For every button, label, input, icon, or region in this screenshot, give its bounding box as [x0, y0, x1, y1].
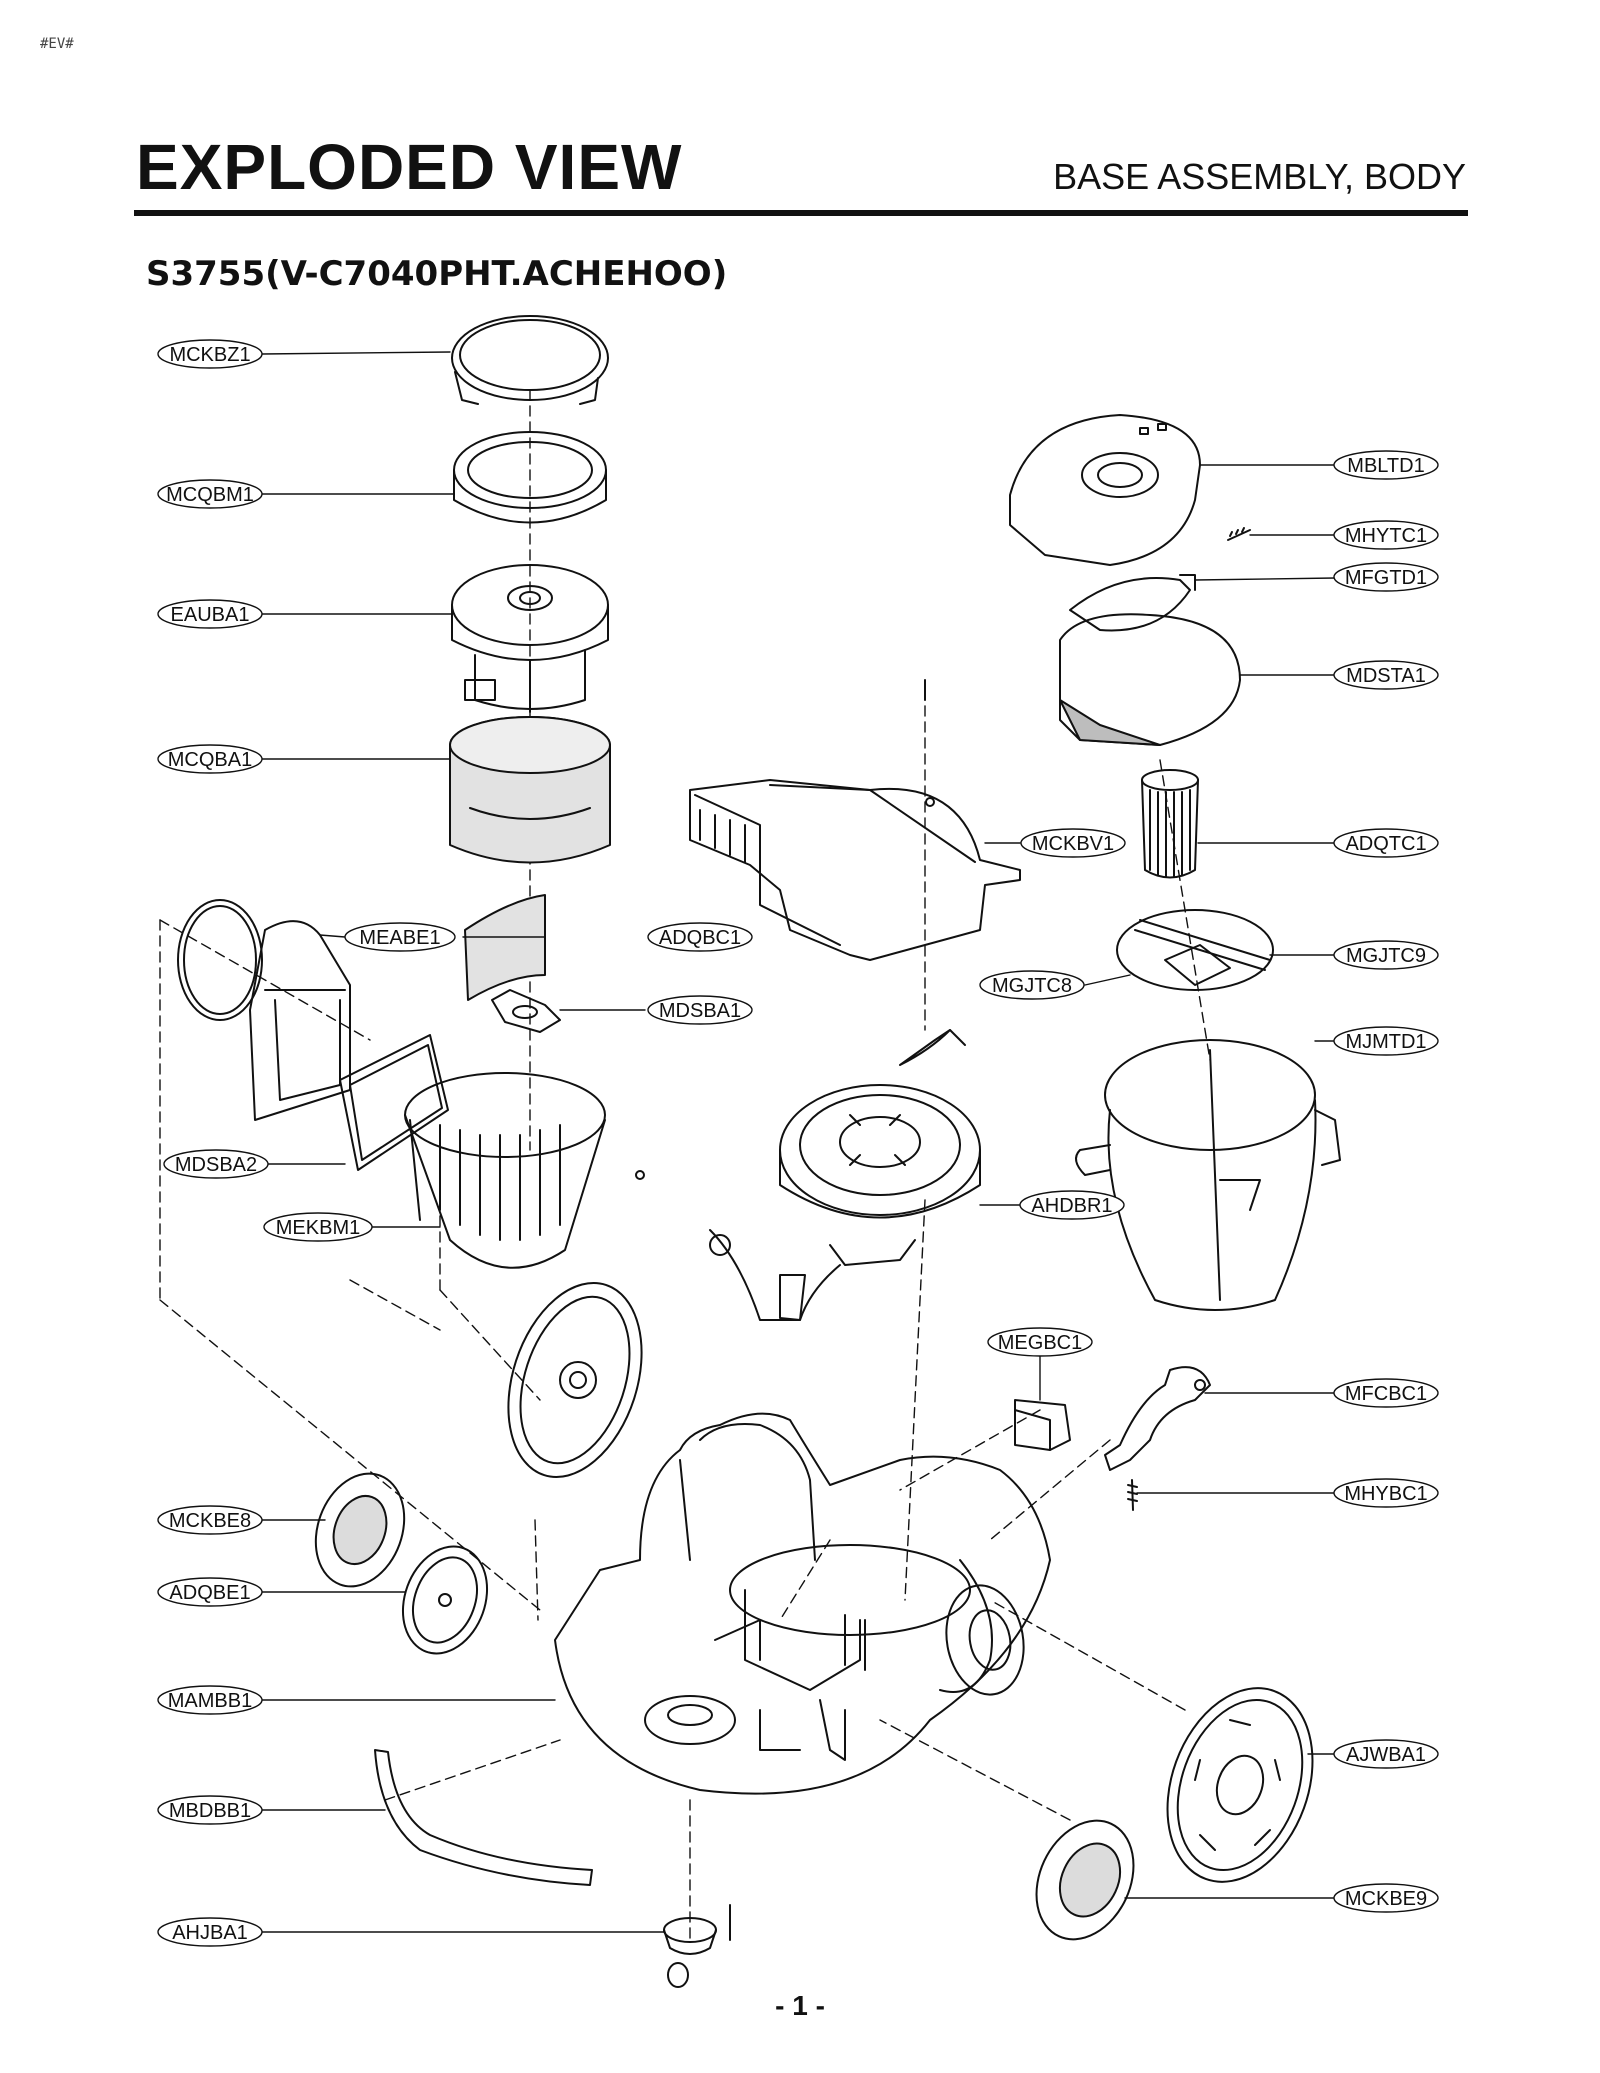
label-mcqbm1: MCQBM1: [157, 479, 263, 509]
svg-text:ADQBC1: ADQBC1: [659, 927, 741, 949]
svg-text:MCQBM1: MCQBM1: [166, 484, 254, 506]
svg-text:MFGTD1: MFGTD1: [1345, 567, 1427, 589]
label-mhybc1: MHYBC1: [1333, 1478, 1439, 1508]
label-mckbe8: MCKBE8: [157, 1505, 263, 1535]
svg-text:MJMTD1: MJMTD1: [1345, 1031, 1426, 1053]
part-mgjtc9-plate: [1116, 909, 1274, 991]
label-meabe1: MEABE1: [344, 922, 456, 952]
label-megbc1: MEGBC1: [987, 1327, 1093, 1357]
label-eauba1: EAUBA1: [157, 599, 263, 629]
label-adqbe1: ADQBE1: [157, 1577, 263, 1607]
svg-text:MAMBB1: MAMBB1: [168, 1690, 252, 1712]
svg-text:MHYBC1: MHYBC1: [1344, 1483, 1427, 1505]
label-mcqba1: MCQBA1: [157, 744, 263, 774]
part-mdsba1-gasket: [491, 989, 561, 1033]
svg-text:MGJTC8: MGJTC8: [992, 975, 1072, 997]
label-adqtc1: ADQTC1: [1333, 828, 1439, 858]
part-mckbz1-top-ring: [451, 315, 609, 405]
part-ahjba1-caster: [663, 1904, 731, 1988]
part-mcqba1-filter: [449, 716, 611, 864]
part-mbdbb1-bumper: [374, 1749, 593, 1886]
svg-text:MFCBC1: MFCBC1: [1345, 1383, 1427, 1405]
svg-text:MCKBZ1: MCKBZ1: [169, 344, 250, 366]
part-mckbv1-cover: [689, 679, 1021, 961]
label-mgjtc9: MGJTC9: [1333, 940, 1439, 970]
label-mekbm1: MEKBM1: [263, 1212, 373, 1242]
page-subtitle: BASE ASSEMBLY, BODY: [1053, 156, 1466, 197]
svg-text:MBLTD1: MBLTD1: [1347, 455, 1424, 477]
svg-text:MEGBC1: MEGBC1: [998, 1332, 1082, 1354]
label-mckbz1: MCKBZ1: [157, 339, 263, 369]
part-mdsba2-frame: [339, 1034, 449, 1171]
model-number: S3755(V-C7040PHT.ACHEHOO): [146, 254, 728, 294]
svg-text:MDSBA2: MDSBA2: [175, 1154, 257, 1176]
svg-text:MEABE1: MEABE1: [359, 927, 440, 949]
part-mekbm1-housing: [404, 1072, 645, 1269]
part-ajwba1-rear-wheel: [1166, 1687, 1314, 1883]
part-adqbe1-filter: [401, 1545, 489, 1655]
svg-text:AHDBR1: AHDBR1: [1031, 1195, 1112, 1217]
part-mjmtd1-dust-bin: [1075, 1039, 1341, 1311]
part-mcqbm1-ring: [453, 431, 607, 524]
svg-text:MCKBE8: MCKBE8: [169, 1510, 251, 1532]
page-title: EXPLODED VIEW: [136, 131, 683, 203]
svg-text:MDSBA1: MDSBA1: [659, 1000, 741, 1022]
svg-text:AJWBA1: AJWBA1: [1346, 1744, 1426, 1766]
part-mfgtd1-latch: [1069, 574, 1196, 632]
part-mbltd1-bin-cover: [1009, 414, 1201, 566]
part-meabe1-duct: [177, 899, 351, 1121]
label-adqbc1: ADQBC1: [647, 922, 753, 952]
label-mdsba1: MDSBA1: [647, 995, 753, 1025]
label-mhytc1: MHYTC1: [1333, 520, 1439, 550]
part-left-main-wheel: [507, 1281, 643, 1479]
part-ahdbr1-cord-reel: [709, 1029, 981, 1321]
part-mckbe9-cap: [1035, 1819, 1135, 1941]
part-mdsta1-gasket: [1059, 613, 1241, 746]
title-rule: [134, 210, 1468, 216]
svg-text:MDSTA1: MDSTA1: [1346, 665, 1426, 687]
part-mhybc1-spring: [1127, 1479, 1138, 1511]
svg-text:MCQBA1: MCQBA1: [168, 749, 252, 771]
label-mgjtc8: MGJTC8: [979, 970, 1085, 1000]
label-mbdbb1: MBDBB1: [157, 1795, 263, 1825]
label-mckbv1: MCKBV1: [1020, 828, 1126, 858]
svg-text:MCKBV1: MCKBV1: [1032, 833, 1114, 855]
label-ajwba1: AJWBA1: [1333, 1739, 1439, 1769]
assembly-guide-lines: [159, 389, 1211, 1941]
part-eauba1-motor: [451, 564, 609, 713]
label-mambb1: MAMBB1: [157, 1685, 263, 1715]
label-mfgtd1: MFGTD1: [1333, 562, 1439, 592]
part-mambb1-main-base: [554, 1412, 1051, 1795]
label-mbltd1: MBLTD1: [1333, 450, 1439, 480]
document-tag: #EV#: [40, 36, 74, 52]
svg-text:MGJTC9: MGJTC9: [1346, 945, 1426, 967]
part-megbc1-button: [1014, 1399, 1071, 1451]
page-number: - 1 -: [775, 1990, 825, 2021]
part-mckbe8-cap: [314, 1472, 406, 1588]
part-adqtc1-cyclone-filter: [1141, 769, 1199, 879]
part-adqbc1-sponge: [464, 894, 546, 1001]
part-mhytc1-spring: [1227, 527, 1251, 541]
svg-text:ADQTC1: ADQTC1: [1345, 833, 1426, 855]
leader-lines: [261, 351, 1336, 1933]
label-mdsba2: MDSBA2: [163, 1149, 269, 1179]
svg-text:ADQBE1: ADQBE1: [169, 1582, 250, 1604]
label-mdsta1: MDSTA1: [1333, 660, 1439, 690]
svg-text:MBDBB1: MBDBB1: [169, 1800, 251, 1822]
svg-text:MEKBM1: MEKBM1: [276, 1217, 360, 1239]
label-mckbe9: MCKBE9: [1333, 1883, 1439, 1913]
svg-text:MHYTC1: MHYTC1: [1345, 525, 1427, 547]
label-ahdbr1: AHDBR1: [1019, 1190, 1125, 1220]
label-ahjba1: AHJBA1: [157, 1917, 263, 1947]
svg-text:MCKBE9: MCKBE9: [1345, 1888, 1427, 1910]
svg-text:AHJBA1: AHJBA1: [172, 1922, 248, 1944]
part-mfcbc1-handle: [1104, 1366, 1211, 1471]
svg-text:EAUBA1: EAUBA1: [171, 604, 250, 626]
label-mjmtd1: MJMTD1: [1333, 1026, 1439, 1056]
part-labels: MCKBZ1 MCQBM1 EAUBA1 MCQBA1 MEABE1 ADQBC…: [157, 339, 1439, 1947]
label-mfcbc1: MFCBC1: [1333, 1378, 1439, 1408]
